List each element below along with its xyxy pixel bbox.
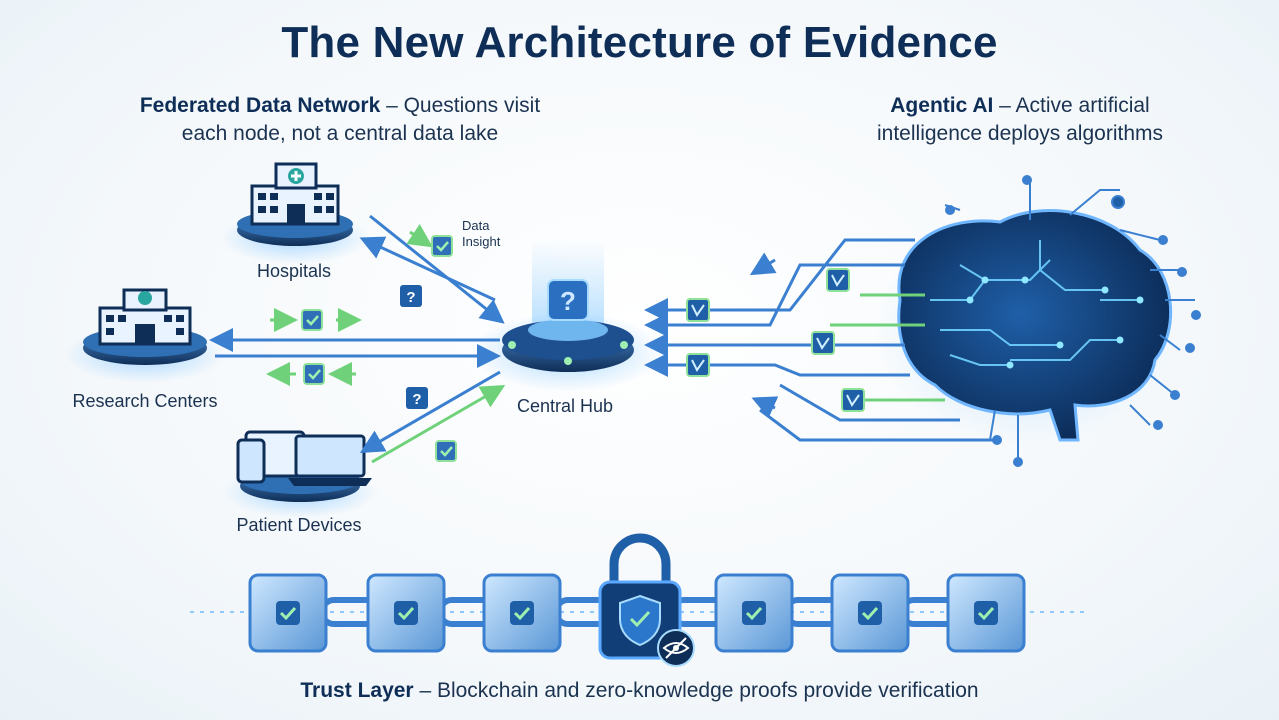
data-packet bbox=[435, 440, 457, 462]
checkmark-icon bbox=[745, 606, 763, 621]
blockchain-block bbox=[248, 573, 328, 653]
checkmark-icon bbox=[861, 606, 879, 621]
central-hub-icon: ? bbox=[547, 279, 589, 321]
algorithm-icon bbox=[686, 298, 710, 322]
federated-line2: each node, not a central data lake bbox=[181, 122, 499, 145]
algorithm-packets bbox=[686, 268, 865, 412]
agentic-line2: intelligence deploys algorithms bbox=[877, 122, 1163, 145]
research-centers-label: Research Centers bbox=[72, 391, 218, 411]
question-mark-icon: ? bbox=[406, 289, 415, 306]
hospital-node bbox=[220, 162, 370, 264]
brain-icon bbox=[875, 209, 1175, 445]
research-center-icon bbox=[98, 288, 192, 346]
algorithm-icon bbox=[841, 388, 865, 412]
question-packet: ? bbox=[400, 285, 422, 307]
data-packet bbox=[301, 309, 323, 331]
algorithm-icon bbox=[826, 268, 850, 292]
checkmark-icon bbox=[436, 241, 449, 252]
question-packet: ? bbox=[406, 387, 428, 409]
algorithm-icon bbox=[686, 353, 710, 377]
checkmark-icon bbox=[513, 606, 531, 621]
federated-arrows bbox=[209, 214, 506, 464]
algorithm-icon bbox=[811, 331, 835, 355]
blockchain-block bbox=[714, 573, 794, 653]
insight-label: Insight bbox=[462, 234, 501, 249]
central-hub-label: Central Hub bbox=[516, 396, 614, 416]
trust-text: – Blockchain and zero-knowledge proofs p… bbox=[413, 679, 979, 702]
agentic-heading: Agentic AI bbox=[890, 94, 994, 117]
page-title: The New Architecture of Evidence bbox=[281, 18, 998, 67]
data-packet bbox=[303, 363, 325, 385]
data-packet bbox=[431, 235, 453, 257]
checkmark-icon bbox=[440, 446, 453, 457]
hospital-icon bbox=[250, 162, 340, 226]
brain-circuit-lines bbox=[944, 175, 1201, 467]
checkmark-icon bbox=[397, 606, 415, 621]
agentic-line1: – Active artificial bbox=[993, 94, 1150, 117]
checkmark-icon bbox=[279, 606, 297, 621]
privacy-eye-icon bbox=[657, 629, 695, 667]
hospitals-label: Hospitals bbox=[256, 261, 332, 281]
algorithm-lines bbox=[644, 238, 1000, 442]
checkmark-icon bbox=[977, 606, 995, 621]
trust-heading: Trust Layer bbox=[300, 679, 414, 702]
patient-devices-node bbox=[222, 430, 378, 518]
agentic-caption: Agentic AI – Active artificial intellige… bbox=[780, 92, 1260, 148]
blockchain-block bbox=[482, 573, 562, 653]
svg-text:?: ? bbox=[560, 286, 576, 316]
data-label: Data bbox=[462, 218, 490, 233]
trust-caption: Trust Layer – Blockchain and zero-knowle… bbox=[0, 677, 1279, 705]
blockchain-block bbox=[366, 573, 446, 653]
checkmark-icon bbox=[308, 369, 321, 380]
federated-line1: – Questions visit bbox=[380, 94, 541, 117]
checkmark-icon bbox=[306, 315, 319, 326]
patient-devices-label: Patient Devices bbox=[236, 515, 362, 535]
federated-heading: Federated Data Network bbox=[139, 94, 381, 117]
question-mark-icon: ? bbox=[412, 391, 421, 408]
patient-devices-icon bbox=[236, 430, 372, 486]
federated-caption: Federated Data Network – Questions visit… bbox=[80, 92, 600, 148]
blockchain-block bbox=[830, 573, 910, 653]
blockchain-block bbox=[946, 573, 1026, 653]
central-hub: ? bbox=[473, 240, 663, 392]
research-center-node bbox=[65, 288, 225, 383]
